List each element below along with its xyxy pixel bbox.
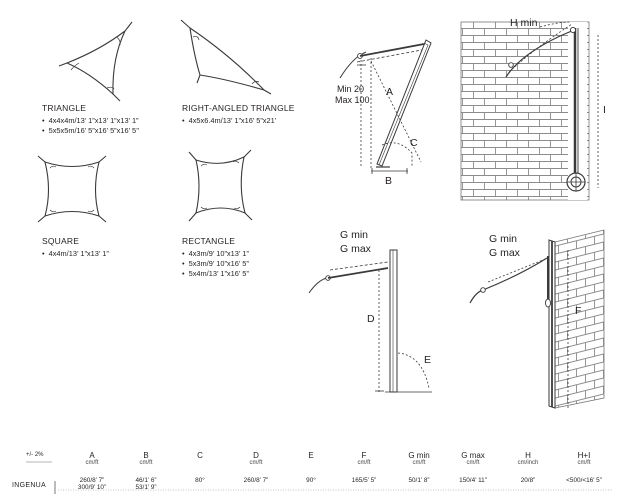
col-f-unit: cm/ft <box>357 460 371 466</box>
tilt-min-label: Min 20 <box>337 84 365 94</box>
brick-wall-side <box>469 229 605 409</box>
col-c-head: C <box>197 451 203 460</box>
tolerance-label: +/- 2% <box>26 452 44 458</box>
triangle-sizes: 4x4x4m/13’ 1”x13’ 1”x13’ 1” 5x5x5m/16’ 5… <box>42 116 140 136</box>
right-triangle-sizes: 4x5x6.4m/13’ 1”x16’ 5”x21’ <box>182 116 277 126</box>
dimension-a-label: A <box>386 86 394 98</box>
dimension-i-label: I <box>603 104 606 116</box>
col-g-min: G min cm/ft <box>394 451 444 466</box>
rectangle-sail <box>188 149 253 222</box>
col-e-value-1: 90° <box>306 477 316 484</box>
rectangle-title: RECTANGLE <box>182 236 236 246</box>
col-h-plus-i-head: H+I <box>577 451 591 460</box>
h-min-label: H min <box>510 17 538 29</box>
right-triangle-title: RIGHT-ANGLED TRIANGLE <box>182 103 295 113</box>
col-g-min-head: G min <box>408 451 430 460</box>
col-h: H cm/inch <box>503 451 553 466</box>
col-f-values: 165/5’ 5” <box>339 477 389 484</box>
col-h-unit: cm/inch <box>517 460 539 466</box>
square-sail <box>37 155 107 223</box>
dimension-d-label: D <box>367 313 375 325</box>
col-h-plus-i-values: <500/<16’ 5” <box>556 477 612 484</box>
straight-pole-diagram <box>308 249 432 393</box>
dimension-f-label: F <box>575 305 582 317</box>
rectangle-size-2: 5x3m/9’ 10”x16’ 5” <box>182 259 249 269</box>
right-triangle-size-1: 4x5x6.4m/13’ 1”x16’ 5”x21’ <box>182 116 277 126</box>
col-h-head: H <box>525 451 531 460</box>
brick-wall-top <box>460 21 599 201</box>
col-g-min-value-1: 50/1’ 8” <box>408 477 430 484</box>
col-a-value-1: 260/8’ 7” <box>79 477 105 484</box>
col-h-plus-i-unit: cm/ft <box>577 460 591 466</box>
col-e-head: E <box>308 451 314 460</box>
col-h-plus-i: H+I cm/ft <box>556 451 612 466</box>
col-a-head: A <box>89 451 95 460</box>
col-g-min-unit: cm/ft <box>412 460 426 466</box>
col-h-value-1: 20/8” <box>520 477 536 484</box>
dimension-c-label: C <box>410 137 418 149</box>
row-label: INGENUA <box>12 482 46 489</box>
col-c-value-1: 80° <box>195 477 205 484</box>
col-f-head: F <box>361 451 367 460</box>
col-a-value-2: 300/9’ 10” <box>77 484 107 491</box>
rectangle-size-3: 5x4m/13’ 1”x16’ 5” <box>182 269 249 279</box>
triangle-title: TRIANGLE <box>42 103 87 113</box>
col-c: C <box>177 451 223 460</box>
col-d: D cm/ft <box>231 451 281 466</box>
rectangle-size-1: 4x3m/9’ 10”x13’ 1” <box>182 249 249 259</box>
col-b-unit: cm/ft <box>139 460 153 466</box>
wall-g-min-label: G min <box>489 233 518 245</box>
col-e: E <box>288 451 334 460</box>
tilt-max-label: Max 100 <box>335 95 370 105</box>
dimension-b-label: B <box>385 175 393 187</box>
dimension-e-label: E <box>424 354 432 366</box>
col-a-unit: cm/ft <box>85 460 99 466</box>
col-h-values: 20/8” <box>503 477 553 484</box>
col-h-plus-i-value-1: <500/<16’ 5” <box>566 477 602 484</box>
col-a-values: 260/8’ 7” 300/9’ 10” <box>67 477 117 491</box>
triangle-size-1: 4x4x4m/13’ 1”x13’ 1”x13’ 1” <box>42 116 139 126</box>
table-lines <box>26 461 612 494</box>
square-size-1: 4x4m/13’ 1”x13’ 1” <box>42 249 109 259</box>
col-b-value-2: 53/1’ 9” <box>135 484 157 491</box>
col-d-value-1: 260/8’ 7” <box>243 477 269 484</box>
col-d-values: 260/8’ 7” <box>231 477 281 484</box>
square-sizes: 4x4m/13’ 1”x13’ 1” <box>42 249 109 259</box>
col-g-max-values: 150/4’ 11” <box>447 477 499 484</box>
col-b-values: 46/1’ 6” 53/1’ 9” <box>121 477 171 491</box>
col-f: F cm/ft <box>339 451 389 466</box>
pole-g-min-label: G min <box>340 229 369 241</box>
triangle-sail <box>58 21 133 102</box>
col-g-max-unit: cm/ft <box>466 460 480 466</box>
wall-g-max-label: G max <box>489 247 520 259</box>
col-g-max-head: G max <box>461 451 485 460</box>
col-g-min-values: 50/1’ 8” <box>394 477 444 484</box>
right-triangle-sail <box>180 19 272 95</box>
col-a: A cm/ft <box>67 451 117 466</box>
col-f-value-1: 165/5’ 5” <box>351 477 377 484</box>
col-b: B cm/ft <box>121 451 171 466</box>
col-g-max: G max cm/ft <box>447 451 499 466</box>
rectangle-sizes: 4x3m/9’ 10”x13’ 1” 5x3m/9’ 10”x16’ 5” 5x… <box>182 249 249 279</box>
col-c-values: 80° <box>177 477 223 484</box>
col-g-max-value-1: 150/4’ 11” <box>459 477 487 484</box>
triangle-size-2: 5x5x5m/16’ 5”x16’ 5”x16’ 5’’ <box>42 126 140 136</box>
tilted-pole-diagram <box>339 39 432 174</box>
col-d-head: D <box>253 451 259 460</box>
square-title: SQUARE <box>42 236 80 246</box>
pole-g-max-label: G max <box>340 243 371 255</box>
col-b-head: B <box>143 451 149 460</box>
col-e-values: 90° <box>288 477 334 484</box>
col-b-value-1: 46/1’ 6” <box>135 477 157 484</box>
col-d-unit: cm/ft <box>249 460 263 466</box>
